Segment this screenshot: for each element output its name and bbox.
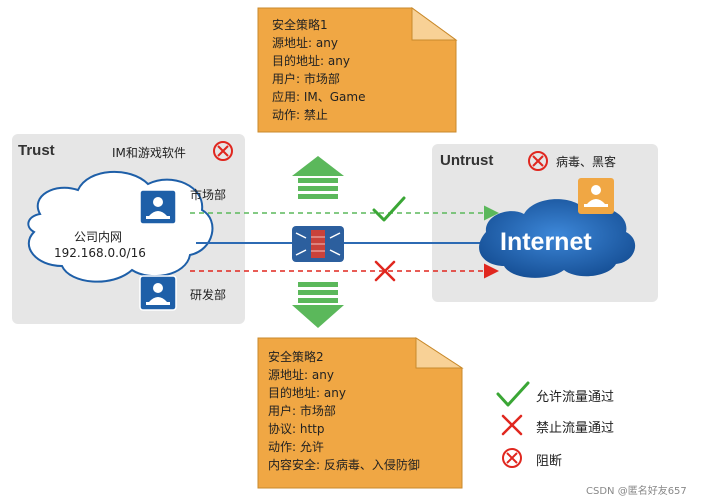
dept-rnd: 研发部 (190, 288, 227, 302)
down-arrow (292, 282, 344, 328)
trust-title: Trust (18, 142, 55, 159)
legend-block-label: 阻断 (536, 454, 563, 469)
untrust-blocked-label: 病毒、黑客 (556, 155, 617, 169)
legend-deny-label: 禁止流量通过 (536, 421, 615, 436)
policy1-note-fold (411, 7, 458, 41)
rnd-user-icon (139, 275, 177, 311)
dept-marketing: 市场部 (190, 188, 227, 202)
flow-check-icon (372, 196, 406, 222)
policy1-application: 应用: IM、Game (272, 90, 366, 104)
lan-cloud (27, 171, 214, 283)
legend-block-icon (502, 448, 522, 468)
internet-cloud (479, 199, 636, 278)
policy2-user: 用户: 市场部 (268, 404, 336, 418)
policy1-user: 用户: 市场部 (272, 72, 340, 86)
watermark: CSDN @匿名好友657 (586, 486, 687, 497)
flow-cross-icon (374, 260, 396, 282)
legend-cross-icon (501, 414, 523, 436)
policy1-text: 安全策略1 源地址: any 目的地址: any 用户: 市场部 应用: IM、… (272, 16, 365, 124)
policy1-title: 安全策略1 (272, 18, 328, 32)
internet-label: Internet (500, 228, 592, 256)
policy2-content-security: 内容安全: 反病毒、入侵防御 (268, 458, 420, 472)
policy2-note-fold (415, 337, 464, 369)
legend-check-icon (496, 381, 530, 407)
up-arrow (292, 156, 344, 199)
policy2-destination: 目的地址: any (268, 386, 346, 400)
policy1-source: 源地址: any (272, 36, 338, 50)
untrust-title: Untrust (440, 152, 494, 169)
policy2-text: 安全策略2 源地址: any 目的地址: any 用户: 市场部 协议: htt… (268, 348, 420, 474)
untrust-block-icon (528, 151, 548, 171)
lan-subnet: 192.168.0.0/16 (54, 246, 146, 260)
policy1-action: 动作: 禁止 (272, 108, 328, 122)
firewall-icon (292, 226, 344, 262)
lan-name: 公司内网 (74, 230, 123, 244)
hacker-user-icon (578, 178, 614, 214)
trust-blocked-label: IM和游戏软件 (112, 146, 186, 160)
policy2-title: 安全策略2 (268, 350, 324, 364)
policy2-note (257, 337, 463, 489)
policy1-destination: 目的地址: any (272, 54, 350, 68)
legend-allow-label: 允许流量通过 (536, 390, 615, 405)
policy2-action: 动作: 允许 (268, 440, 324, 454)
policy2-source: 源地址: any (268, 368, 334, 382)
trust-block-icon (213, 141, 233, 161)
marketing-user-icon (139, 189, 177, 225)
policy1-note (257, 7, 457, 133)
policy2-protocol: 协议: http (268, 422, 325, 436)
